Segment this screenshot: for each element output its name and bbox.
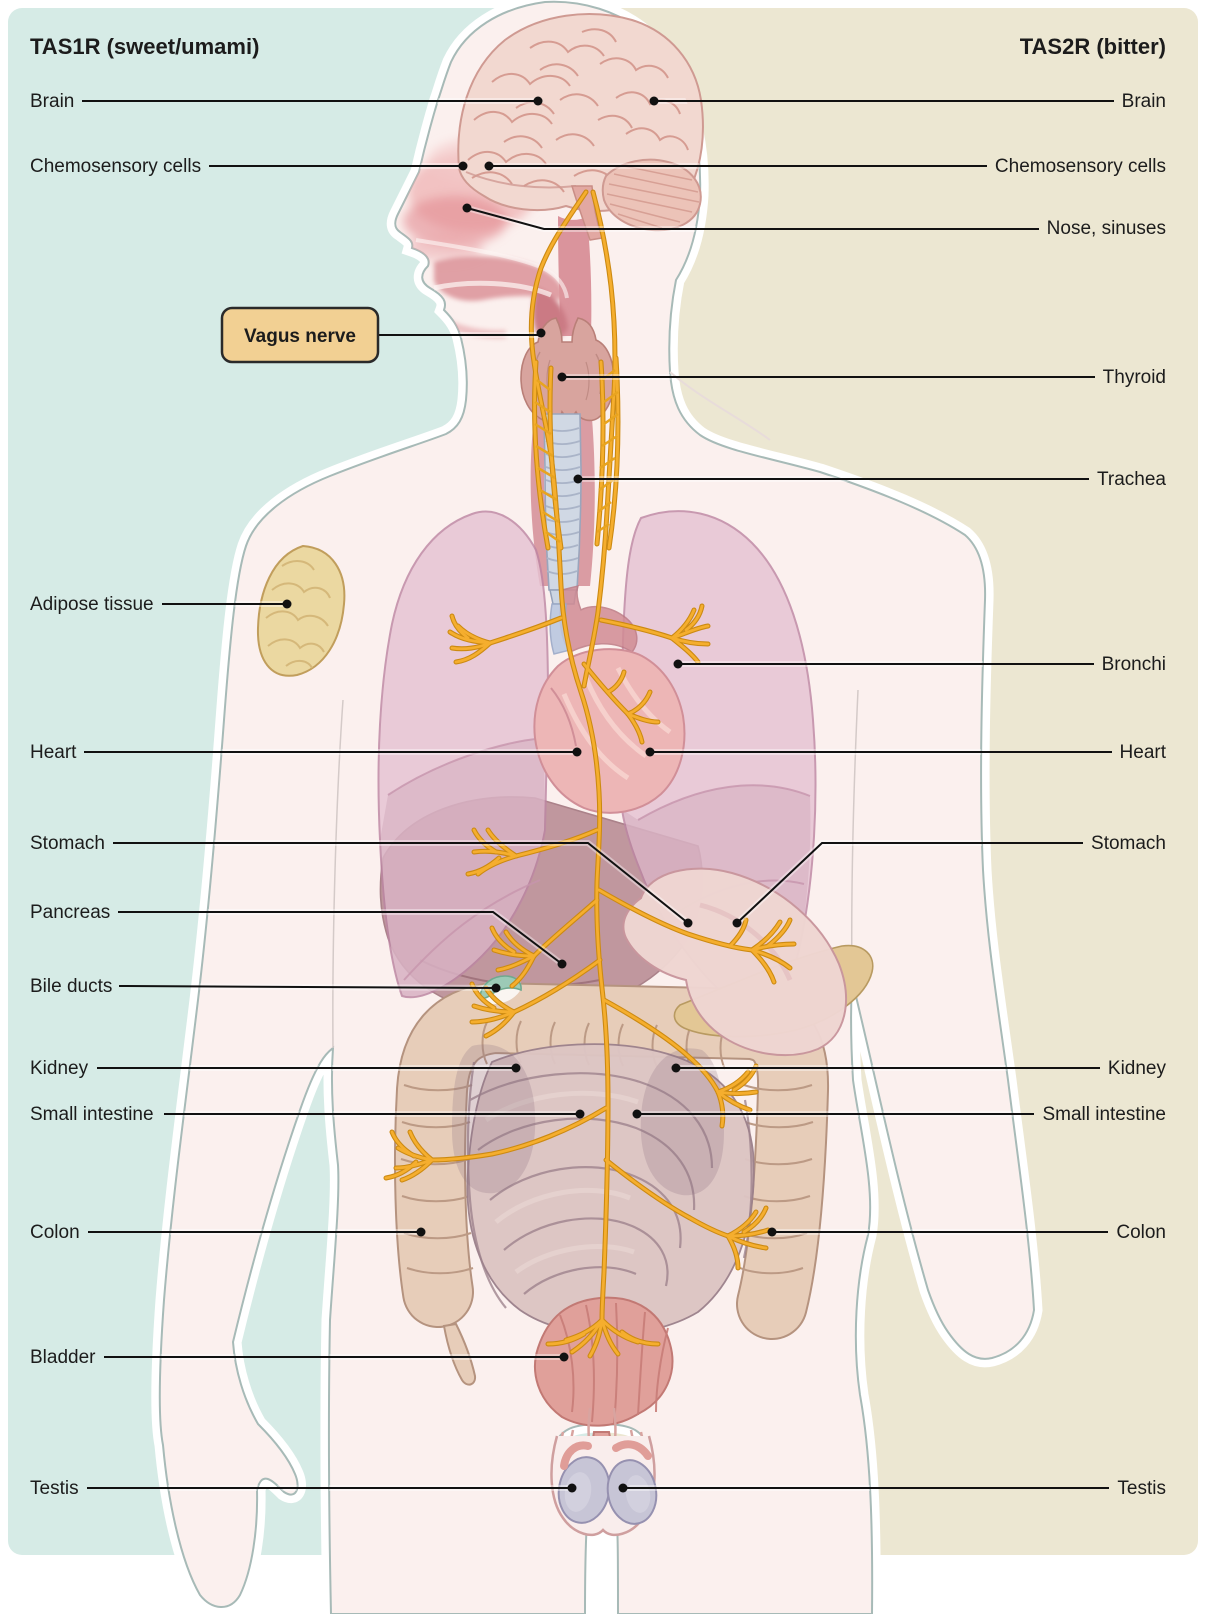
- svg-text:Brain: Brain: [30, 91, 74, 112]
- svg-text:Stomach: Stomach: [1091, 833, 1166, 854]
- svg-text:TAS1R (sweet/umami): TAS1R (sweet/umami): [30, 34, 259, 59]
- svg-text:Stomach: Stomach: [30, 833, 105, 854]
- svg-text:Colon: Colon: [30, 1222, 80, 1243]
- svg-text:Heart: Heart: [1120, 742, 1167, 763]
- svg-text:Bile ducts: Bile ducts: [30, 976, 112, 997]
- svg-text:Pancreas: Pancreas: [30, 902, 110, 923]
- svg-text:Chemosensory cells: Chemosensory cells: [995, 156, 1166, 177]
- svg-text:TAS2R (bitter): TAS2R (bitter): [1020, 34, 1166, 59]
- svg-text:Trachea: Trachea: [1097, 469, 1166, 490]
- svg-text:Testis: Testis: [30, 1478, 79, 1499]
- svg-text:Thyroid: Thyroid: [1103, 367, 1166, 388]
- svg-text:Chemosensory cells: Chemosensory cells: [30, 156, 201, 177]
- svg-text:Colon: Colon: [1116, 1222, 1166, 1243]
- svg-text:Brain: Brain: [1122, 91, 1166, 112]
- svg-text:Bronchi: Bronchi: [1102, 654, 1166, 675]
- svg-text:Bladder: Bladder: [30, 1347, 96, 1368]
- svg-text:Testis: Testis: [1117, 1478, 1166, 1499]
- svg-text:Kidney: Kidney: [30, 1058, 89, 1079]
- svg-text:Vagus nerve: Vagus nerve: [244, 326, 356, 347]
- svg-text:Small intestine: Small intestine: [30, 1104, 154, 1125]
- svg-text:Kidney: Kidney: [1108, 1058, 1167, 1079]
- svg-text:Small intestine: Small intestine: [1042, 1104, 1166, 1125]
- svg-text:Heart: Heart: [30, 742, 77, 763]
- svg-text:Nose, sinuses: Nose, sinuses: [1047, 218, 1166, 239]
- svg-text:Adipose tissue: Adipose tissue: [30, 594, 154, 615]
